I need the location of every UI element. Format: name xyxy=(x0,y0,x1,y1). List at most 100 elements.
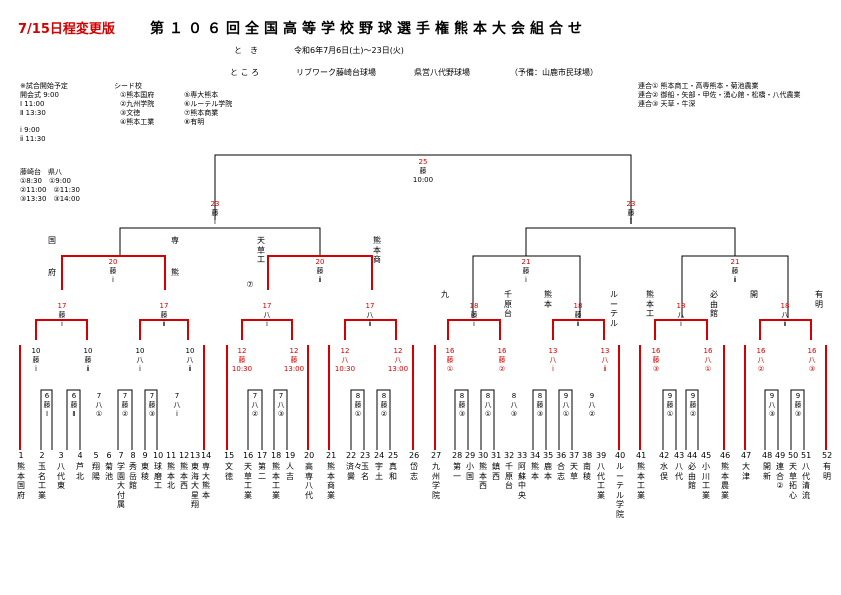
winner-label: 熊 xyxy=(171,268,179,277)
team-name: 翔陽 xyxy=(92,462,100,481)
team-number: 35 xyxy=(543,451,554,460)
team-name: 千原台 xyxy=(505,462,513,490)
team-number: 3 xyxy=(58,451,64,460)
team-name: 熊本西 xyxy=(479,462,487,490)
winner-label: 府 xyxy=(48,268,56,277)
winner-label: ルーテル xyxy=(610,290,618,328)
team-number: 9 xyxy=(142,451,148,460)
team-number: 8 xyxy=(130,451,136,460)
team-name: 必由館 xyxy=(688,462,696,490)
team-name: 学園大付属 xyxy=(117,462,125,509)
page-title: 第１０６回全国高等学校野球選手権熊本大会組合せ xyxy=(150,21,587,37)
team-name: 芦北 xyxy=(76,462,84,481)
schedule-notes: ※試合開始予定 開会式 9:00 Ⅰ 11:00 Ⅱ 13:30 ⅰ 9:00 … xyxy=(20,82,68,143)
team-name: 八代工業 xyxy=(597,462,605,500)
seeds-title: シード校 xyxy=(114,82,142,90)
winner-label: 国 xyxy=(48,236,56,245)
team-name: 鹿本 xyxy=(544,462,552,481)
team-number: 26 xyxy=(409,451,420,460)
team-number: 13 xyxy=(190,451,201,460)
team-number: 38 xyxy=(582,451,593,460)
team-number: 32 xyxy=(504,451,515,460)
team-name: 熊本工業 xyxy=(272,462,280,500)
team-name: 小国 xyxy=(466,462,474,481)
team-name: 専大熊本 xyxy=(202,462,210,500)
winner-label: 開 xyxy=(750,290,758,299)
team-name: 玉名 xyxy=(361,462,369,481)
team-name: 天草 xyxy=(570,462,578,481)
team-name: 天草拓心 xyxy=(789,462,797,500)
team-number: 36 xyxy=(556,451,567,460)
date-label: と き xyxy=(234,46,258,55)
team-number: 21 xyxy=(326,451,337,460)
team-name: 高専八代 xyxy=(305,462,313,500)
team-number: 10 xyxy=(153,451,164,460)
team-number: 31 xyxy=(491,451,502,460)
team-name: 済々黌 xyxy=(346,462,362,481)
team-number: 27 xyxy=(431,451,442,460)
team-name: 天草工業 xyxy=(244,462,252,500)
team-name: 九州学院 xyxy=(432,462,440,500)
team-number: 25 xyxy=(388,451,399,460)
team-name: 熊本西 xyxy=(180,462,188,490)
final-node: 25 藤 10:00 xyxy=(412,158,434,184)
team-number: 37 xyxy=(569,451,580,460)
team-number: 43 xyxy=(674,451,685,460)
team-name: 南稜 xyxy=(583,462,591,481)
team-number: 20 xyxy=(304,451,315,460)
team-name: 秀岳館 xyxy=(129,462,137,490)
team-name: 東海大星翔 xyxy=(191,462,199,509)
team-number: 51 xyxy=(801,451,812,460)
team-name: 熊本 xyxy=(531,462,539,481)
team-name: ルーテル学院 xyxy=(616,462,624,519)
team-number: 4 xyxy=(77,451,83,460)
team-name: 八代 xyxy=(675,462,683,481)
team-number: 24 xyxy=(374,451,385,460)
date-value: 令和6年7月6日(土)～23日(火) xyxy=(294,46,404,55)
team-name: 熊本国府 xyxy=(17,462,25,500)
team-number: 23 xyxy=(360,451,371,460)
winner-label: ⑦ xyxy=(246,280,254,289)
winner-label: 専 xyxy=(171,236,179,245)
winner-label: 熊本商 xyxy=(373,236,381,264)
team-name: 水俣 xyxy=(660,462,668,481)
team-name: 文徳 xyxy=(225,462,233,481)
team-name: 宇土 xyxy=(375,462,383,481)
winner-label: 有明 xyxy=(815,290,823,309)
team-name: 岱志 xyxy=(410,462,418,481)
team-number: 33 xyxy=(517,451,528,460)
team-number: 19 xyxy=(285,451,296,460)
